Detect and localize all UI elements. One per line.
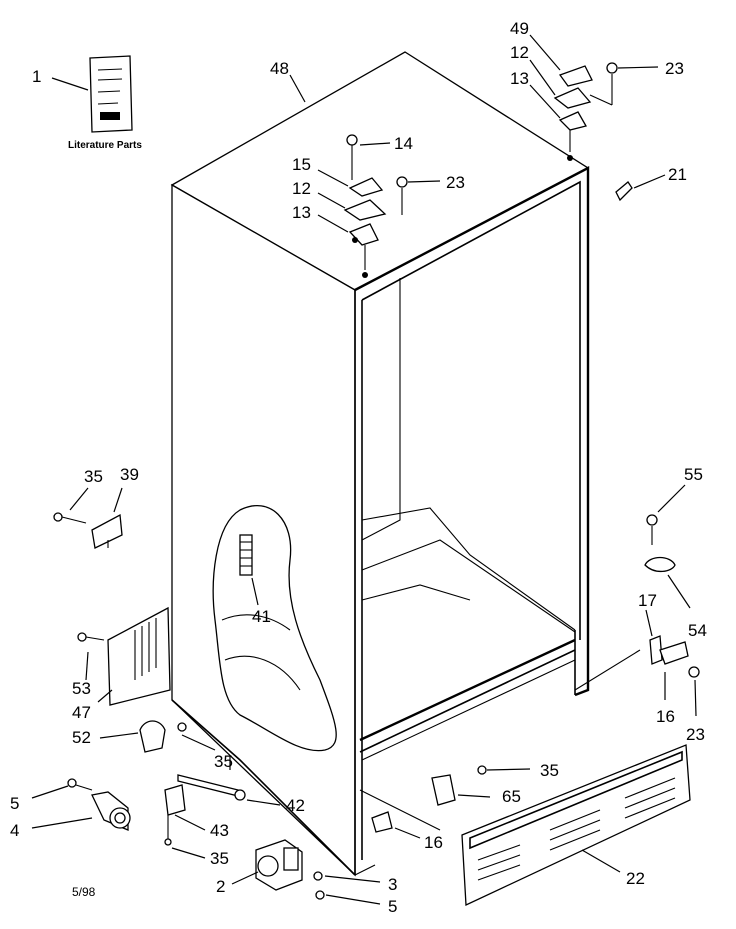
callout-53: 53 [72, 679, 91, 698]
callout-55: 55 [684, 465, 703, 484]
bracket-52 [99, 720, 216, 753]
vent-panel-47 [77, 606, 171, 706]
callout-5-bottom: 5 [388, 897, 398, 916]
callout-2: 2 [216, 877, 226, 896]
roller-4 [31, 778, 131, 831]
callout-12-right: 12 [510, 43, 529, 62]
roller-2 [231, 839, 381, 905]
callout-1: 1 [32, 67, 42, 86]
side-cutaway [212, 504, 337, 752]
cam-54 [644, 484, 691, 609]
callout-35-bottomright: 35 [540, 761, 559, 780]
top-hinge-right [529, 34, 659, 161]
callout-3: 3 [388, 875, 398, 894]
date-code: 5/98 [72, 885, 96, 899]
callout-5-left: 5 [10, 794, 20, 813]
drain-tube-41 [239, 534, 253, 576]
callout-23-topright: 23 [665, 59, 684, 78]
callout-41: 41 [252, 607, 271, 626]
top-hinge-center [317, 134, 441, 278]
callout-39: 39 [120, 465, 139, 484]
callout-16-bottom: 16 [424, 833, 443, 852]
callout-14: 14 [394, 134, 413, 153]
water-tube-42 [164, 774, 281, 859]
callout-23-center: 23 [446, 173, 465, 192]
callout-65: 65 [502, 787, 521, 806]
callout-21: 21 [668, 165, 687, 184]
literature-booklet [51, 55, 133, 133]
callout-13-center: 13 [292, 203, 311, 222]
callout-35-left: 35 [84, 467, 103, 486]
literature-parts-caption: Literature Parts [68, 140, 142, 151]
callout-22: 22 [626, 869, 645, 888]
callout-13-right: 13 [510, 69, 529, 88]
refrigerator-cabinet [170, 51, 641, 877]
callout-52: 52 [72, 728, 91, 747]
bracket-65 [371, 765, 531, 839]
callout-43: 43 [210, 821, 229, 840]
callout-17: 17 [638, 591, 657, 610]
callout-48: 48 [270, 59, 289, 78]
bracket-39 [53, 487, 123, 549]
callout-12-center: 12 [292, 179, 311, 198]
callout-35-bottomleft: 35 [214, 752, 233, 771]
lower-hinge-right [645, 609, 700, 717]
callout-16-right: 16 [656, 707, 675, 726]
callout-23-right: 23 [686, 725, 705, 744]
callout-42: 42 [286, 796, 305, 815]
callout-49: 49 [510, 19, 529, 38]
callout-35-bottom: 35 [210, 849, 229, 868]
callout-4: 4 [10, 821, 20, 840]
callout-54: 54 [688, 621, 707, 640]
callout-15: 15 [292, 155, 311, 174]
kickplate-grille-22 [461, 744, 691, 906]
clip-21 [615, 174, 666, 202]
callout-47: 47 [72, 703, 91, 722]
